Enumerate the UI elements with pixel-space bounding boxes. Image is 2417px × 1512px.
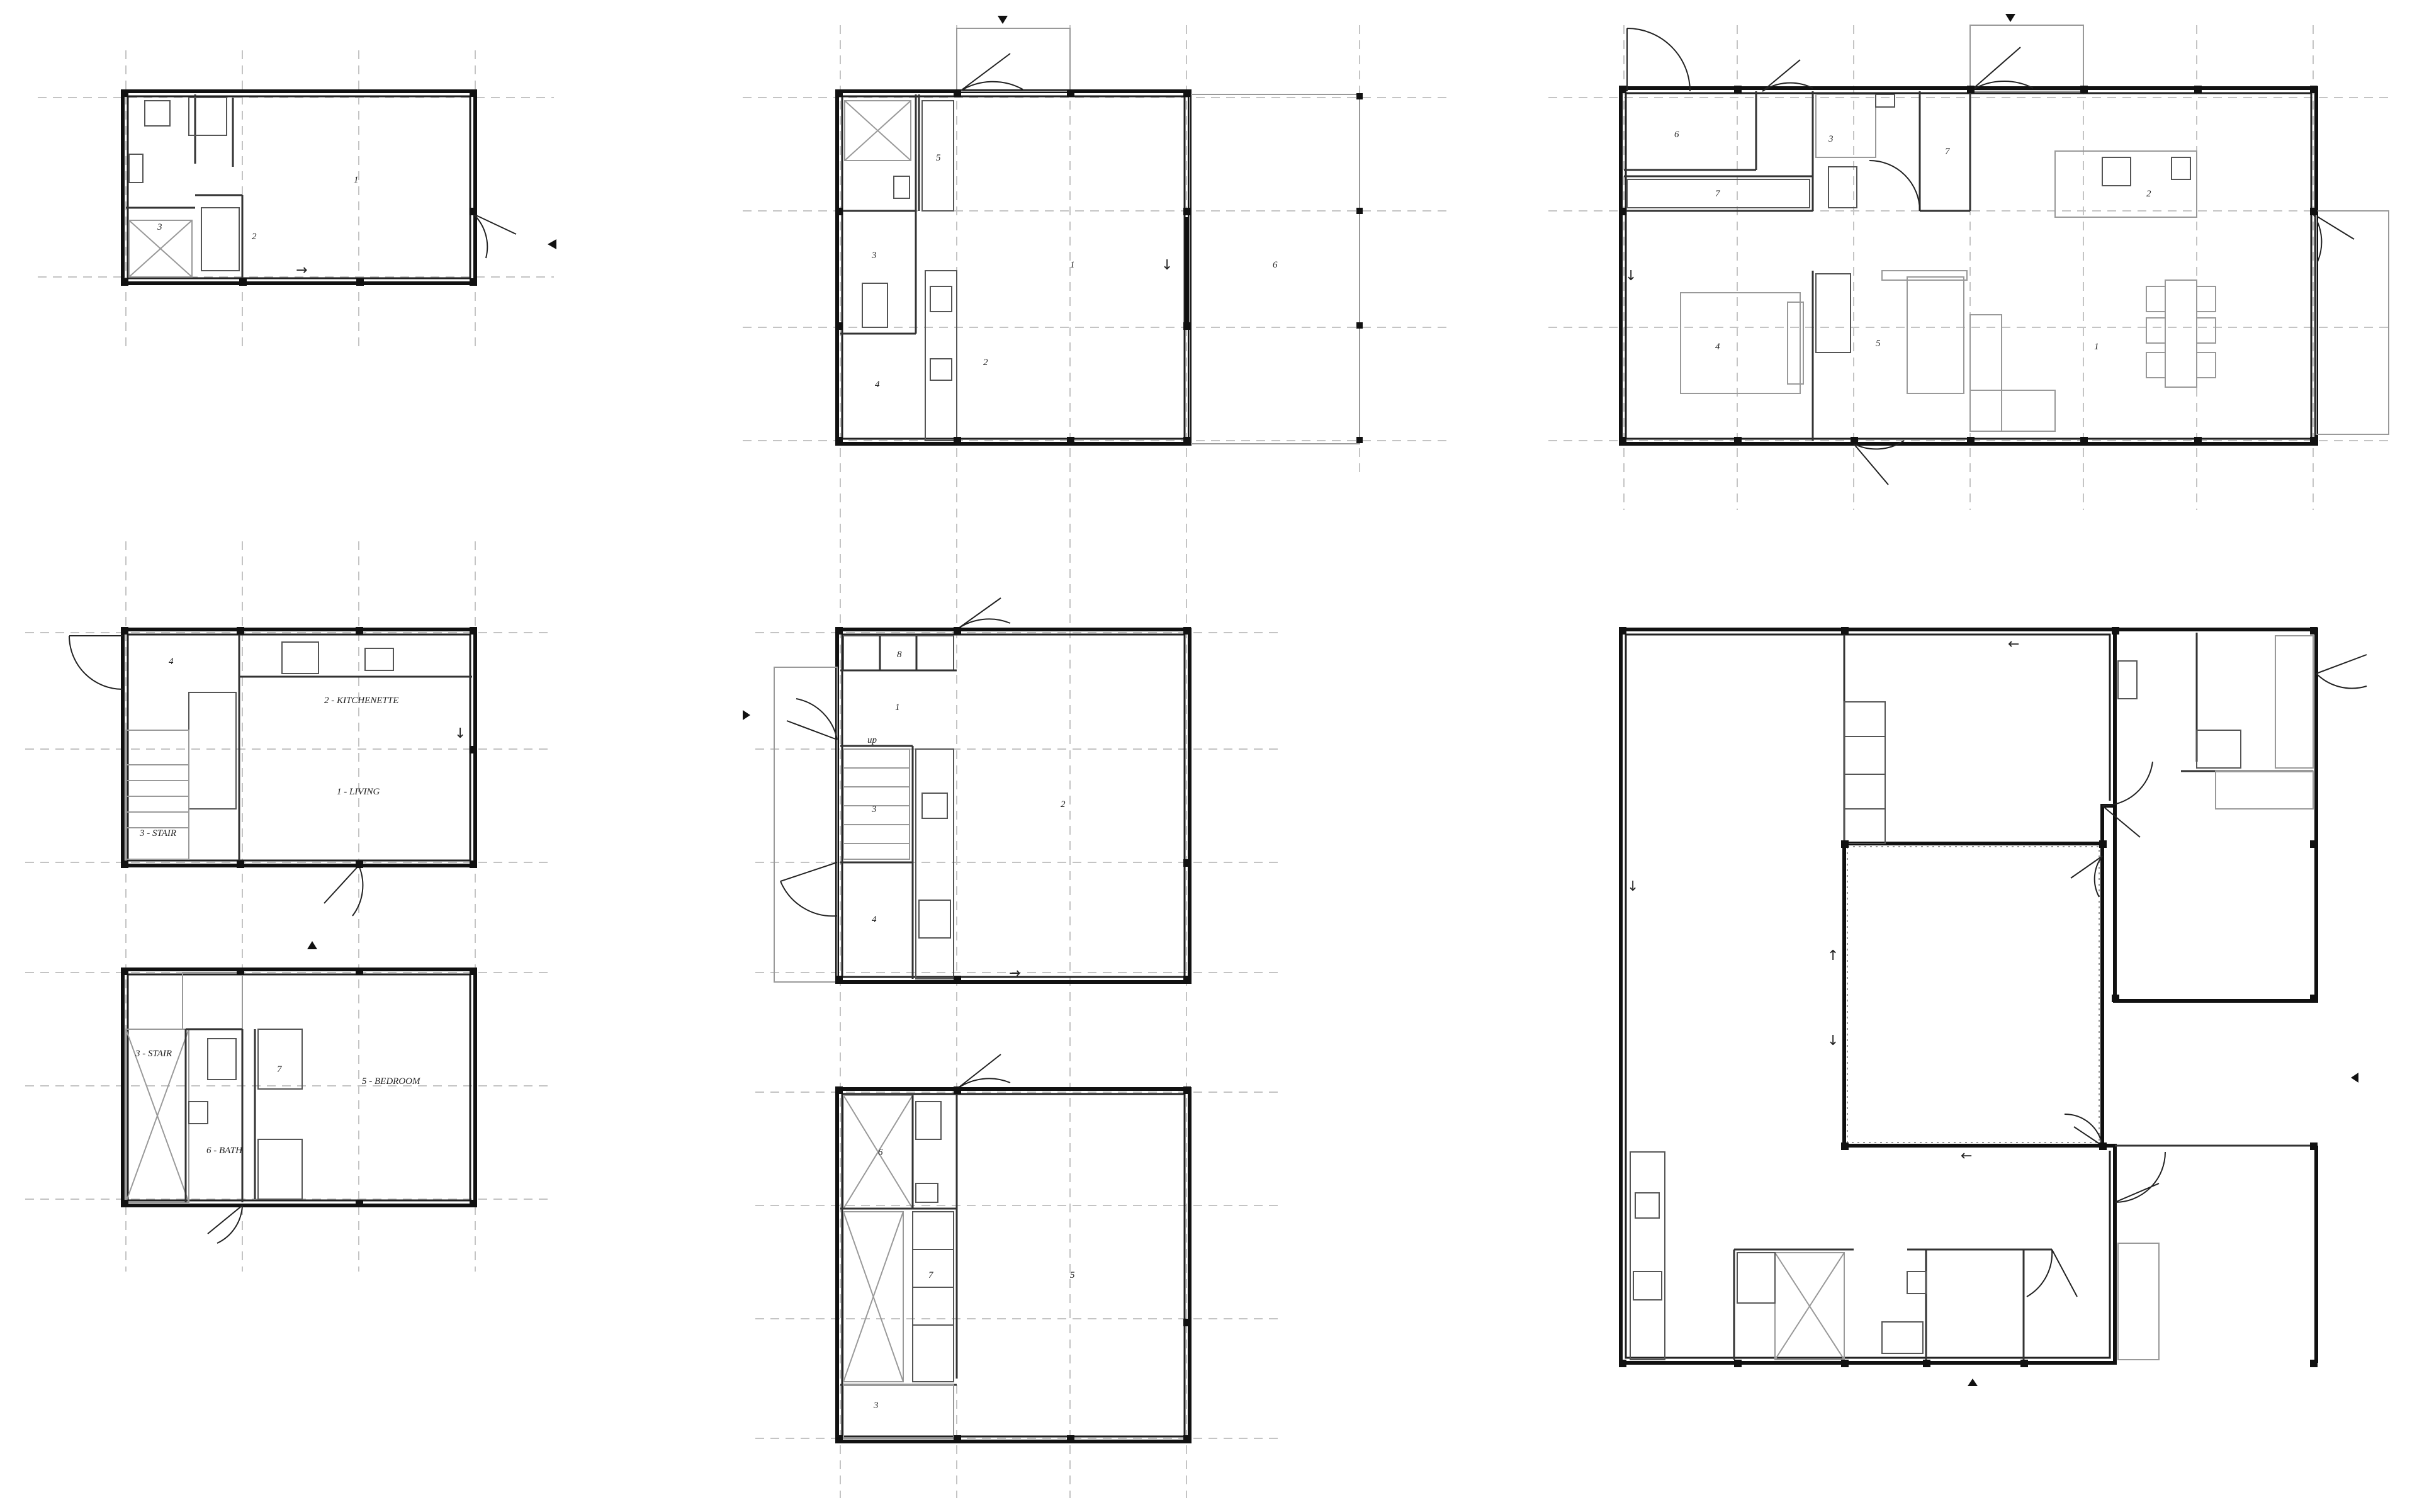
arrow-down-icon: ↓ [1827,1033,1839,1049]
plan-8: ← ↓ ↑ ↓ ← [1619,627,2367,1386]
entry-marker-icon [743,710,750,720]
entry-marker-icon [998,16,1008,24]
room-label: 5 [936,153,941,163]
room-label: 3 [871,251,877,261]
arrow-down-icon: ↓ [1625,268,1637,284]
room-label: 3 [157,222,162,232]
arrow-left-icon: ← [2008,636,2019,652]
plan-1: 1 2 3 → [121,89,556,286]
room-label: 8 [897,650,902,660]
arrow-down-icon: ↓ [1161,257,1173,273]
room-label: 4 [875,380,880,390]
room-label: 7 [277,1064,283,1075]
room-label: 3 [871,804,877,815]
entry-marker-icon [307,941,317,949]
stair-up-label: up [867,735,877,745]
room-label: 4 [169,657,174,667]
room-label: 3 [1828,134,1834,144]
arrow-right-icon: → [296,262,307,278]
room-label: 1 [354,175,359,185]
room-label: 6 [1674,130,1679,140]
entry-marker-icon [548,239,556,249]
arrow-right-icon: → [1009,966,1020,981]
plan-3: 1 2 3 4 5 6 7 7 ↓ [1619,14,2389,485]
room-label: 2 [2146,189,2151,199]
room-label: 7 [928,1270,934,1280]
room-label: 5 - BEDROOM [362,1076,421,1086]
room-label: 3 - STAIR [139,828,176,838]
room-label: 1 [2094,342,2099,352]
room-label: 6 - BATH [206,1146,243,1156]
entry-marker-icon [2005,14,2015,22]
room-label: 1 - LIVING [337,787,380,797]
room-label: 3 - STAIR [135,1049,172,1059]
room-label: 7 [1715,189,1721,199]
room-label: 1 [895,702,900,713]
room-label: 4 [872,915,877,925]
entry-marker-icon [2351,1073,2358,1083]
plan-4: 1 - LIVING 2 - KITCHENETTE 3 - STAIR 4 ↓ [69,627,477,949]
arrow-up-icon: ↑ [1827,948,1839,964]
room-label: 5 [1070,1270,1075,1280]
plan-7: 3 5 6 7 [835,1054,1192,1443]
room-label: 7 [1945,147,1951,157]
room-label: 6 [878,1148,883,1158]
room-label: 6 [1273,260,1278,270]
room-label: 4 [1715,342,1720,352]
plan-6: 1 2 3 4 8 up → [743,597,1192,984]
reference-grid [25,25,2392,1498]
arrow-down-icon: ↓ [1627,879,1638,894]
room-label: 2 [252,232,257,242]
arrow-down-icon: ↓ [454,726,466,742]
room-label: 2 [983,358,988,368]
room-label: 1 [1070,260,1075,270]
plan-5: 3 - STAIR 5 - BEDROOM 6 - BATH 7 [121,968,477,1244]
plan-2: 1 2 3 4 5 6 ↓ [835,16,1363,446]
entry-marker-icon [1968,1379,1978,1386]
room-label: 2 - KITCHENETTE [324,696,398,706]
room-label: 5 [1876,339,1881,349]
room-label: 2 [1061,799,1066,810]
arrow-left-icon: ← [1961,1148,1972,1164]
room-label: 3 [873,1401,879,1411]
